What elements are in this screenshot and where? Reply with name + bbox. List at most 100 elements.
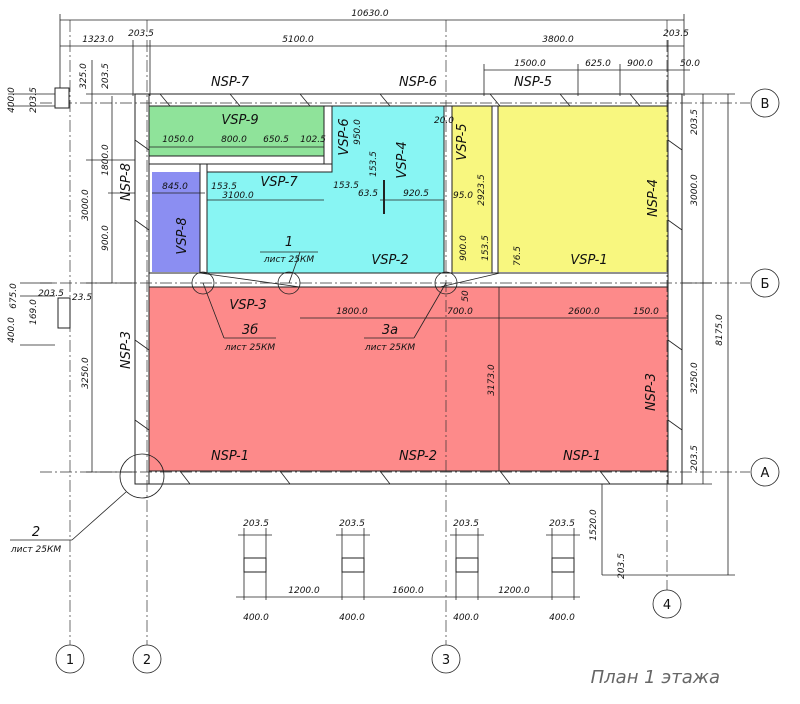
label-nsp-3-right: NSP-3	[644, 373, 659, 411]
dim-left-9: 400.0	[7, 317, 17, 343]
wall-bottom	[134, 470, 683, 485]
label-nsp-5: NSP-5	[514, 75, 552, 90]
axis-label-a: А	[761, 466, 770, 481]
label-vsp-4: VSP-4	[395, 141, 410, 178]
dim-left-4: 203.5	[29, 87, 39, 113]
callout-1-sheet: лист 25КМ	[263, 255, 314, 265]
dim-inner-21: 2600.0	[568, 307, 600, 317]
zone-vsp-9	[149, 106, 332, 156]
dim-inner-5: 950.0	[353, 119, 363, 145]
label-nsp-8: NSP-8	[119, 163, 134, 201]
dim-left-11: 203.5	[38, 289, 64, 299]
label-vsp-1: VSP-1	[570, 253, 607, 268]
wall-right	[667, 93, 683, 485]
callout-2-sheet: лист 25КМ	[10, 545, 61, 555]
callout-3b-number: 3б	[242, 323, 258, 338]
dim-span-1: 1200.0	[288, 586, 320, 596]
dim-inner-22: 150.0	[633, 307, 659, 317]
dim-width-3: 400.0	[453, 613, 479, 623]
dim-left-5: 1800.0	[101, 144, 111, 176]
label-vsp-7: VSP-7	[260, 175, 298, 190]
dim-right-6: 1520.0	[589, 509, 599, 541]
wall-vsp6-left	[323, 105, 333, 165]
dim-width-4: 400.0	[549, 613, 575, 623]
callout-3b-sheet: лист 25КМ	[224, 343, 275, 353]
dim-right-5: 203.5	[690, 445, 700, 471]
axis-label-b: Б	[761, 277, 770, 292]
label-nsp-2: NSP-2	[399, 449, 437, 464]
axis-label-2: 2	[143, 653, 151, 668]
dim-left-2: 203.5	[101, 63, 111, 89]
dim-inner-11: 3100.0	[222, 191, 254, 201]
dim-inner-15: 900.0	[459, 235, 469, 261]
wall-vertical-3	[443, 105, 453, 274]
label-vsp-9: VSP-9	[221, 113, 258, 128]
label-vsp-8: VSP-8	[175, 217, 190, 254]
dim-left-7: 900.0	[101, 225, 111, 251]
dim-left-6: 3000.0	[81, 189, 91, 221]
axis-label-v: В	[761, 97, 770, 112]
wall-left	[134, 93, 150, 485]
dim-left-12: 169.0	[29, 299, 39, 325]
dim-width-1: 400.0	[243, 613, 269, 623]
dim-inner-16: 153.5	[481, 235, 491, 261]
dim-overall: 10630.0	[351, 9, 388, 19]
dim-top-5: 203.5	[663, 29, 689, 39]
dim-top-2: 203.5	[128, 29, 154, 39]
dim-inner-19: 1800.0	[336, 307, 368, 317]
dim-top-9: 50.0	[680, 59, 700, 69]
callout-3a-sheet: лист 25КМ	[364, 343, 415, 353]
dim-inner-2: 800.0	[221, 135, 247, 145]
dim-top-7: 625.0	[585, 59, 611, 69]
drawing-title: План 1 этажа	[591, 667, 720, 688]
dim-inner-13: 95.0	[453, 191, 473, 201]
label-nsp-6: NSP-6	[399, 75, 437, 90]
zone-vsp-8	[152, 172, 200, 272]
dim-pier-2: 203.5	[339, 519, 365, 529]
dim-inner-12: 153.5	[333, 181, 359, 191]
pier-bottom-1	[243, 557, 267, 573]
dim-top-3: 5100.0	[282, 35, 314, 45]
label-vsp-3: VSP-3	[229, 298, 266, 313]
dim-inner-8: 920.5	[403, 189, 429, 199]
wall-middle	[148, 272, 669, 288]
dim-inner-7: 63.5	[358, 189, 378, 199]
dim-pier-1: 203.5	[243, 519, 269, 529]
dim-left-10: 675.0	[9, 283, 19, 309]
label-vsp-5: VSP-5	[455, 123, 470, 160]
dim-left-3: 400.0	[7, 87, 17, 113]
dim-inner-4: 102.5	[300, 135, 326, 145]
label-nsp-7: NSP-7	[211, 75, 250, 90]
pier-mid-left	[57, 297, 71, 329]
label-nsp-1-left: NSP-1	[211, 449, 249, 464]
dim-top-8: 900.0	[627, 59, 653, 69]
wall-vsp5-right	[491, 105, 499, 274]
dim-inner-10: 153.5	[211, 182, 237, 192]
pier-bottom-3	[455, 557, 479, 573]
wall-top	[134, 93, 683, 107]
dim-left-1: 325.0	[79, 63, 89, 89]
pier-bottom-2	[341, 557, 365, 573]
dim-span-3: 1200.0	[498, 586, 530, 596]
dim-pier-3: 203.5	[453, 519, 479, 529]
wall-vsp8-right	[199, 163, 208, 274]
dim-inner-20: 700.0	[447, 307, 473, 317]
dim-top-1: 1323.0	[82, 35, 114, 45]
label-vsp-6: VSP-6	[337, 118, 352, 155]
axis-label-4: 4	[663, 598, 671, 613]
zone-vsp-2	[207, 172, 444, 273]
dim-inner-23: 3173.0	[487, 364, 497, 396]
callout-1-number: 1	[285, 235, 293, 250]
dim-inner-9: 845.0	[162, 182, 188, 192]
wall-vsp7	[206, 163, 333, 173]
label-nsp-4: NSP-4	[646, 179, 661, 217]
dim-right-4: 3250.0	[690, 362, 700, 394]
dim-pier-4: 203.5	[549, 519, 575, 529]
dim-width-2: 400.0	[339, 613, 365, 623]
dim-top-6: 1500.0	[514, 59, 546, 69]
dim-right-2: 3000.0	[690, 174, 700, 206]
label-nsp-1-right: NSP-1	[563, 449, 601, 464]
dim-inner-24: 20.0	[434, 116, 454, 126]
callout-3a-number: 3а	[382, 323, 398, 338]
dim-right-7: 203.5	[617, 553, 627, 579]
